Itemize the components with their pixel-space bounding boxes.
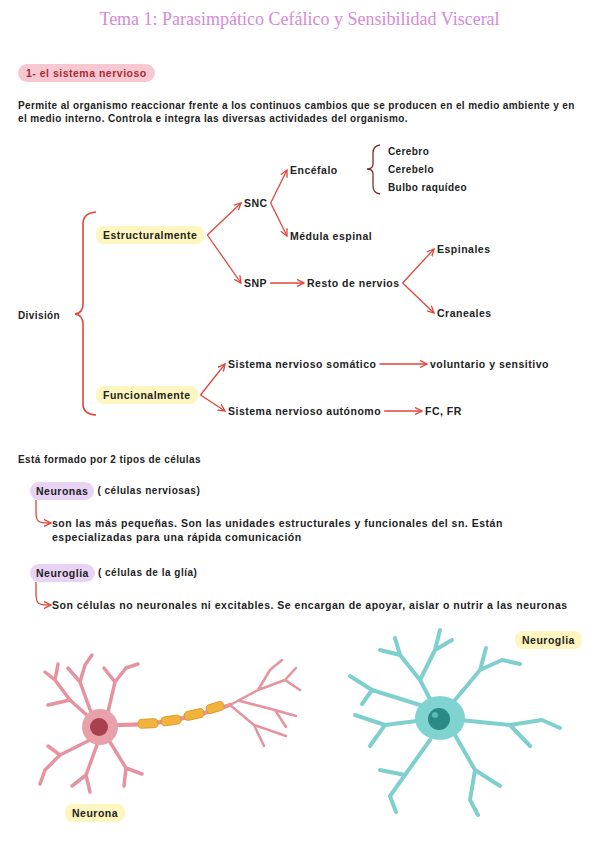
connector-arrow xyxy=(271,170,287,203)
tree-node: Sistema nervioso autónomo xyxy=(228,404,381,418)
node-text: Médula espinal xyxy=(290,229,372,243)
myelin-segment xyxy=(205,701,225,715)
note-text: Bulbo raquídeo xyxy=(388,181,467,194)
node-text: Son células no neuronales ni excitables.… xyxy=(52,598,582,612)
glia-nucleus xyxy=(428,708,450,730)
connector-arrow xyxy=(403,283,434,313)
tree-node: FC, FR xyxy=(425,404,462,418)
node-text: Neuronas xyxy=(30,482,94,500)
glia-process xyxy=(455,648,520,700)
connector-arrow xyxy=(207,235,241,283)
node-text: Neuroglia xyxy=(30,564,95,582)
axon-terminal xyxy=(230,701,296,746)
tree-node: Son células no neuronales ni excitables.… xyxy=(52,598,582,612)
note-text: Está formado por 2 tipos de células xyxy=(18,453,201,466)
highlight-box: Neuroglia( células de la glía) xyxy=(30,564,197,582)
glia-nucleolus xyxy=(432,712,438,718)
page-title: Tema 1: Parasimpático Cefálico y Sensibi… xyxy=(0,9,599,30)
node-text: Encéfalo xyxy=(290,163,338,177)
neuron-soma xyxy=(82,709,118,745)
connector-arrow xyxy=(207,203,241,235)
highlight-box: Neuronas( células nerviosas) xyxy=(30,482,200,500)
highlight-box: Funcionalmente xyxy=(96,386,198,404)
tree-node: Médula espinal xyxy=(290,229,372,243)
highlight-box: 1- el sistema nervioso xyxy=(18,64,155,82)
note-text: Cerebro xyxy=(388,145,429,158)
node-text: Craneales xyxy=(437,306,492,320)
connector-arrow xyxy=(270,282,304,283)
connector-arrow xyxy=(201,395,225,411)
tree-node: SNC xyxy=(244,196,268,210)
tree-node: voluntario y sensitivo xyxy=(430,357,549,371)
node-text: SNP xyxy=(244,276,267,290)
highlight-box: Neurona xyxy=(65,804,125,822)
node-text: 1- el sistema nervioso xyxy=(26,66,147,80)
tree-node: Encéfalo xyxy=(290,163,338,177)
connector-arrow xyxy=(271,203,287,236)
dendrite xyxy=(72,745,97,792)
connector-arrow xyxy=(384,410,422,411)
connector-arrow xyxy=(201,364,225,395)
glia-process xyxy=(380,740,430,812)
node-text: Neuroglia xyxy=(522,633,575,647)
node-subtext: ( células nerviosas) xyxy=(97,484,200,498)
glia-illustration xyxy=(350,630,560,815)
connector-arrow xyxy=(379,363,427,364)
node-text: Neurona xyxy=(72,806,118,820)
connector-arrow xyxy=(36,582,51,605)
tree-node: Craneales xyxy=(437,306,492,320)
tree-node: Resto de nervios xyxy=(307,276,400,290)
note-text: Permite al organismo reaccionar frente a… xyxy=(18,99,583,125)
encefalo-brace xyxy=(367,145,380,194)
division-brace xyxy=(75,212,96,415)
note-text: Cerebelo xyxy=(388,163,434,176)
myelin-segment xyxy=(183,708,205,721)
tree-node: son las más pequeñas. Son las unidades e… xyxy=(52,516,582,544)
neuron-nucleus xyxy=(90,718,108,736)
node-text: son las más pequeñas. Son las unidades e… xyxy=(52,516,582,544)
neuron-illustration xyxy=(40,655,300,792)
highlight-box: Neuroglia xyxy=(515,631,582,649)
myelin-segment xyxy=(161,715,182,727)
connector-arrow xyxy=(36,500,51,523)
dendrite xyxy=(110,742,142,786)
node-text: Espinales xyxy=(437,242,491,256)
node-text: Resto de nervios xyxy=(307,276,400,290)
node-text: Estructuralmente xyxy=(103,228,197,242)
node-text: Sistema nervioso autónomo xyxy=(228,404,381,418)
glia-soma xyxy=(415,696,465,740)
glia-process xyxy=(350,676,425,746)
dendrite xyxy=(68,655,92,715)
highlight-box: Estructuralmente xyxy=(96,226,204,244)
glia-process xyxy=(460,720,560,746)
node-text: Sistema nervioso somático xyxy=(228,357,376,371)
tree-node: Sistema nervioso somático xyxy=(228,357,376,371)
tree-node: Espinales xyxy=(437,242,491,256)
myelin-sheath xyxy=(138,701,225,729)
glia-process xyxy=(455,735,500,815)
node-text: FC, FR xyxy=(425,404,462,418)
dendrite xyxy=(104,664,138,712)
note-text: División xyxy=(18,309,60,322)
node-text: SNC xyxy=(244,196,268,210)
node-text: Funcionalmente xyxy=(103,388,191,402)
myelin-segment xyxy=(138,718,158,728)
node-subtext: ( células de la glía) xyxy=(98,566,197,580)
connector-arrow xyxy=(403,249,434,283)
axon-terminal xyxy=(230,660,300,705)
node-text: voluntario y sensitivo xyxy=(430,357,549,371)
tree-node: SNP xyxy=(244,276,267,290)
